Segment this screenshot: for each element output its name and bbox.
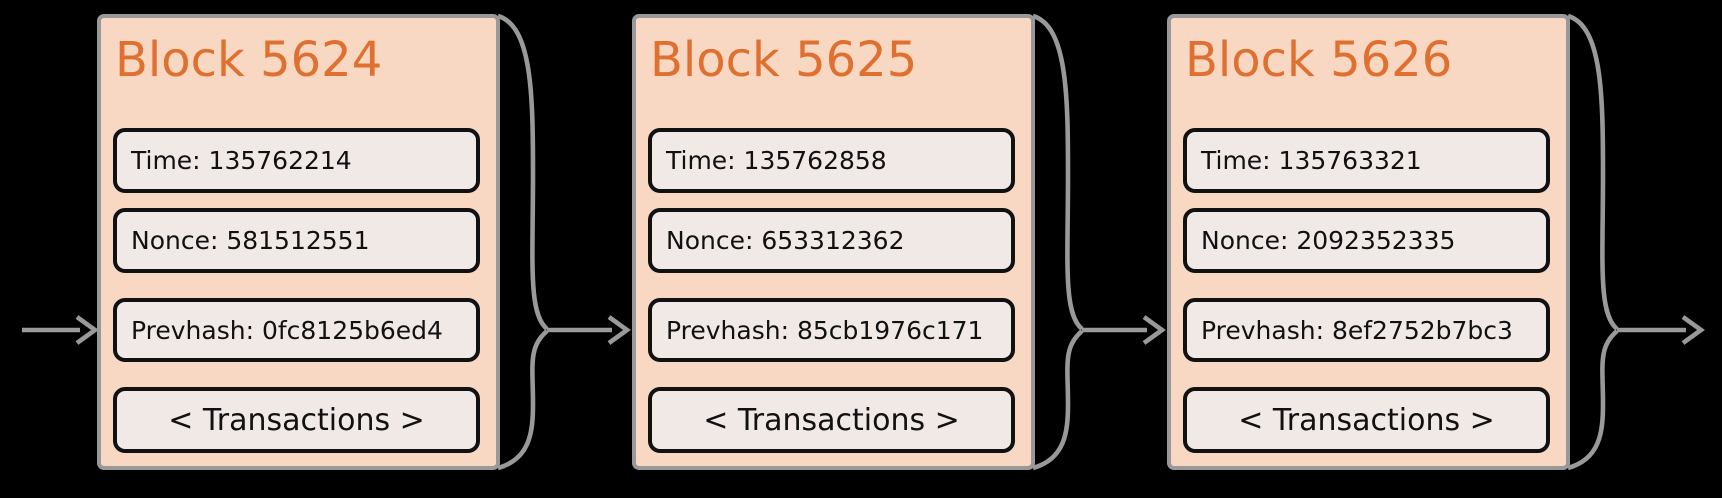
nonce-field: Nonce: 2092352335 <box>1183 208 1550 273</box>
nonce-field: Nonce: 581512551 <box>113 208 480 273</box>
incoming-arrowhead-icon <box>75 315 99 345</box>
chain-arrowhead-icon <box>607 315 631 345</box>
nonce-field: Nonce: 653312362 <box>648 208 1015 273</box>
transactions-field: < Transactions > <box>1183 387 1550 453</box>
transactions-field: < Transactions > <box>648 387 1015 453</box>
block-title: Block 5625 <box>650 32 918 88</box>
block-card-5624: Block 5624 Time: 135762214 Nonce: 581512… <box>97 14 500 470</box>
prevhash-field: Prevhash: 85cb1976c171 <box>648 298 1015 362</box>
block-card-5625: Block 5625 Time: 135762858 Nonce: 653312… <box>632 14 1035 470</box>
brace-connector <box>1567 13 1619 471</box>
brace-connector <box>497 13 549 471</box>
chain-arrowhead-icon <box>1142 315 1166 345</box>
time-field: Time: 135762858 <box>648 128 1015 193</box>
prevhash-field: Prevhash: 8ef2752b7bc3 <box>1183 298 1550 362</box>
time-field: Time: 135763321 <box>1183 128 1550 193</box>
block-title: Block 5626 <box>1185 32 1453 88</box>
block-title: Block 5624 <box>115 32 383 88</box>
block-card-5626: Block 5626 Time: 135763321 Nonce: 209235… <box>1167 14 1570 470</box>
outgoing-arrowhead-icon <box>1681 315 1705 345</box>
prevhash-field: Prevhash: 0fc8125b6ed4 <box>113 298 480 362</box>
time-field: Time: 135762214 <box>113 128 480 193</box>
brace-connector <box>1032 13 1084 471</box>
transactions-field: < Transactions > <box>113 387 480 453</box>
